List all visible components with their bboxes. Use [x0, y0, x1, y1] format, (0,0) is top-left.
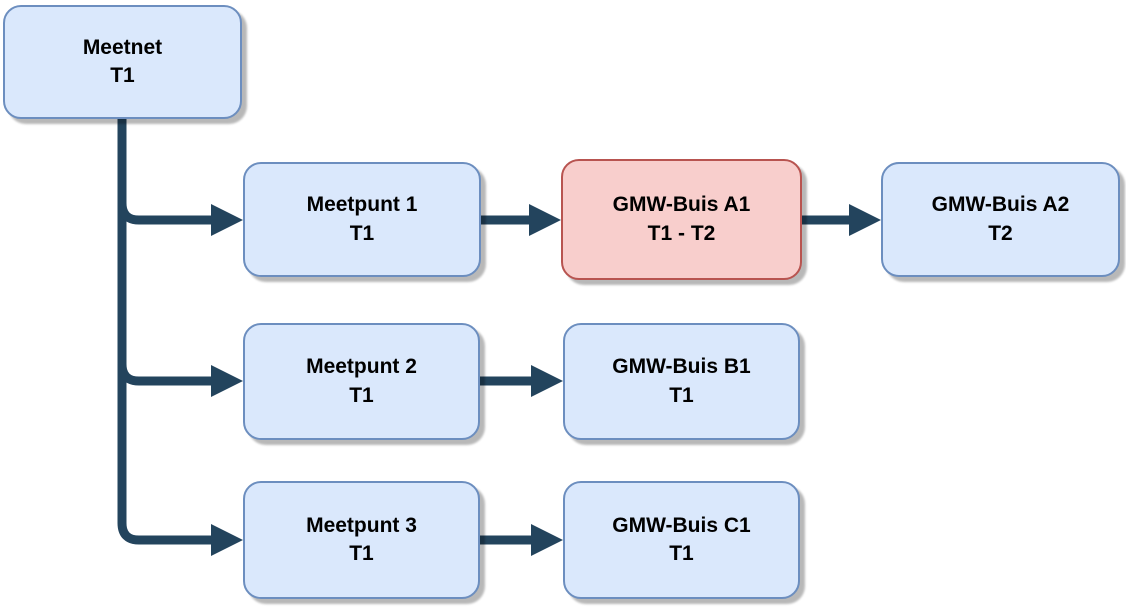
node-meetpunt2: Meetpunt 2 T1 — [243, 323, 480, 440]
arrowhead-gmwa2 — [849, 204, 881, 236]
node-meetnet: Meetnet T1 — [3, 5, 242, 119]
node-title: Meetnet — [82, 35, 163, 59]
node-title: GMW-Buis C1 — [612, 513, 751, 537]
node-title: GMW-Buis A1 — [612, 193, 751, 217]
arrowhead-gmwc1 — [531, 524, 563, 556]
node-subtitle: T1 — [349, 383, 374, 407]
node-title: Meetpunt 1 — [306, 193, 418, 217]
node-subtitle: T1 — [669, 542, 694, 565]
node-meetpunt3: Meetpunt 3 T1 — [243, 481, 480, 599]
arrowhead-gmwa1 — [529, 204, 561, 236]
node-subtitle: T1 — [110, 64, 135, 87]
node-subtitle: T1 - T2 — [647, 221, 716, 245]
node-gmw-buis-a2: GMW-Buis A2 T2 — [881, 162, 1120, 277]
node-subtitle: T1 — [669, 383, 694, 407]
node-title: GMW-Buis B1 — [612, 355, 751, 379]
arrowhead-meetpunt1 — [211, 204, 243, 236]
node-meetpunt1: Meetpunt 1 T1 — [243, 162, 481, 277]
arrowhead-gmwb1 — [531, 365, 563, 397]
edge-meetnet-meetpunt2 — [117, 363, 213, 386]
node-gmw-buis-b1: GMW-Buis B1 T1 — [563, 323, 800, 440]
node-subtitle: T2 — [988, 221, 1013, 245]
node-title: GMW-Buis A2 — [931, 193, 1070, 217]
node-gmw-buis-a1: GMW-Buis A1 T1 - T2 — [561, 159, 802, 280]
node-gmw-buis-c1: GMW-Buis C1 T1 — [563, 481, 800, 599]
arrowhead-meetpunt3 — [211, 524, 243, 556]
edge-meetnet-meetpunt3 — [117, 118, 213, 545]
node-subtitle: T1 — [349, 542, 374, 565]
edge-meetnet-meetpunt1 — [117, 202, 213, 225]
arrowhead-meetpunt2 — [211, 365, 243, 397]
node-subtitle: T1 — [349, 221, 375, 245]
node-title: Meetpunt 3 — [306, 513, 417, 537]
node-title: Meetpunt 2 — [306, 355, 417, 379]
